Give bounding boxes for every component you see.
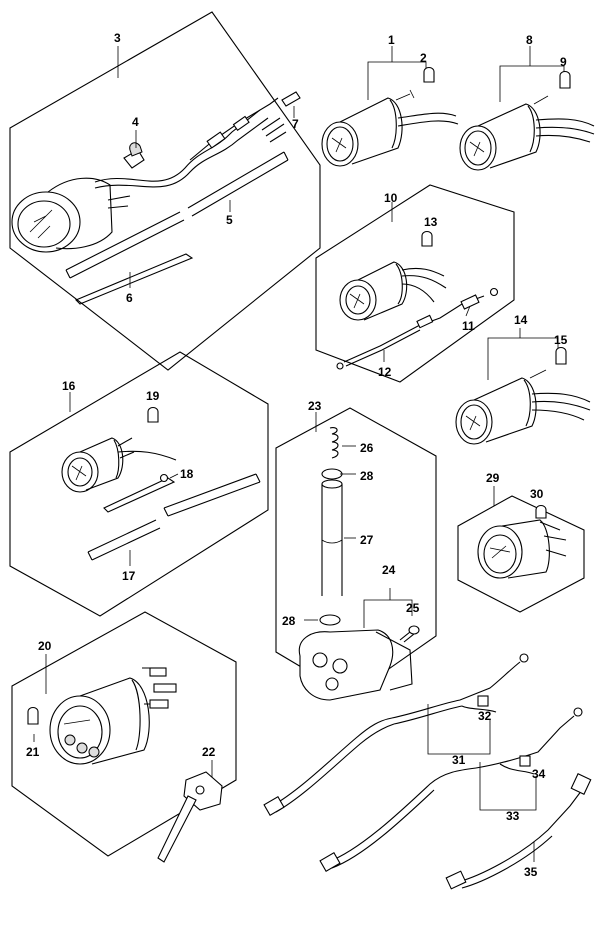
group-14-gauge	[455, 328, 591, 445]
callout-32: 32	[478, 709, 492, 723]
group-20-gauge-kit	[11, 611, 237, 857]
callout-10: 10	[384, 191, 398, 205]
callout-34: 34	[532, 767, 546, 781]
callout-12: 12	[378, 365, 392, 379]
callout-28-upper: 28	[360, 469, 374, 483]
callout-13: 13	[424, 215, 438, 229]
callout-30: 30	[530, 487, 544, 501]
callout-4: 4	[132, 115, 139, 129]
part-22-sender	[157, 760, 223, 863]
callout-5: 5	[226, 213, 233, 227]
callout-23: 23	[308, 399, 322, 413]
callout-2: 2	[420, 51, 427, 65]
callout-14: 14	[514, 313, 528, 327]
callout-1: 1	[388, 33, 395, 47]
callout-20: 20	[38, 639, 52, 653]
group-8-gauge	[459, 46, 595, 171]
callout-18: 18	[180, 467, 194, 481]
callout-24: 24	[382, 563, 396, 577]
harness-33	[319, 707, 583, 872]
callout-33: 33	[506, 809, 520, 823]
harness-35	[445, 773, 592, 890]
callout-28-lower: 28	[282, 614, 296, 628]
callout-29: 29	[486, 471, 500, 485]
callout-15: 15	[554, 333, 568, 347]
callout-22: 22	[202, 745, 216, 759]
callout-26: 26	[360, 441, 374, 455]
callout-11: 11	[462, 319, 475, 333]
group-1-gauge	[321, 46, 459, 167]
callout-8: 8	[526, 33, 533, 47]
harness-31	[263, 653, 529, 816]
group-3-tachometer-kit	[9, 11, 321, 371]
callout-21: 21	[26, 745, 40, 759]
callout-7: 7	[292, 117, 299, 131]
callout-19: 19	[146, 389, 160, 403]
callout-17: 17	[122, 569, 136, 583]
callout-31: 31	[452, 753, 466, 767]
callout-9: 9	[560, 55, 567, 69]
group-29-gauge	[457, 486, 585, 613]
callout-3: 3	[114, 31, 121, 45]
callout-27: 27	[360, 533, 374, 547]
callout-35: 35	[524, 865, 538, 879]
callout-labels: 1 2 3 4 5 6 7 8 9 10 11 12 13 14 15 16 1…	[26, 31, 568, 879]
group-23-pickup-kit	[275, 407, 437, 701]
group-16-gauge-kit	[9, 351, 269, 617]
group-10-gauge-kit	[315, 184, 515, 383]
callout-6: 6	[126, 291, 133, 305]
callout-16: 16	[62, 379, 76, 393]
callout-25: 25	[406, 601, 420, 615]
